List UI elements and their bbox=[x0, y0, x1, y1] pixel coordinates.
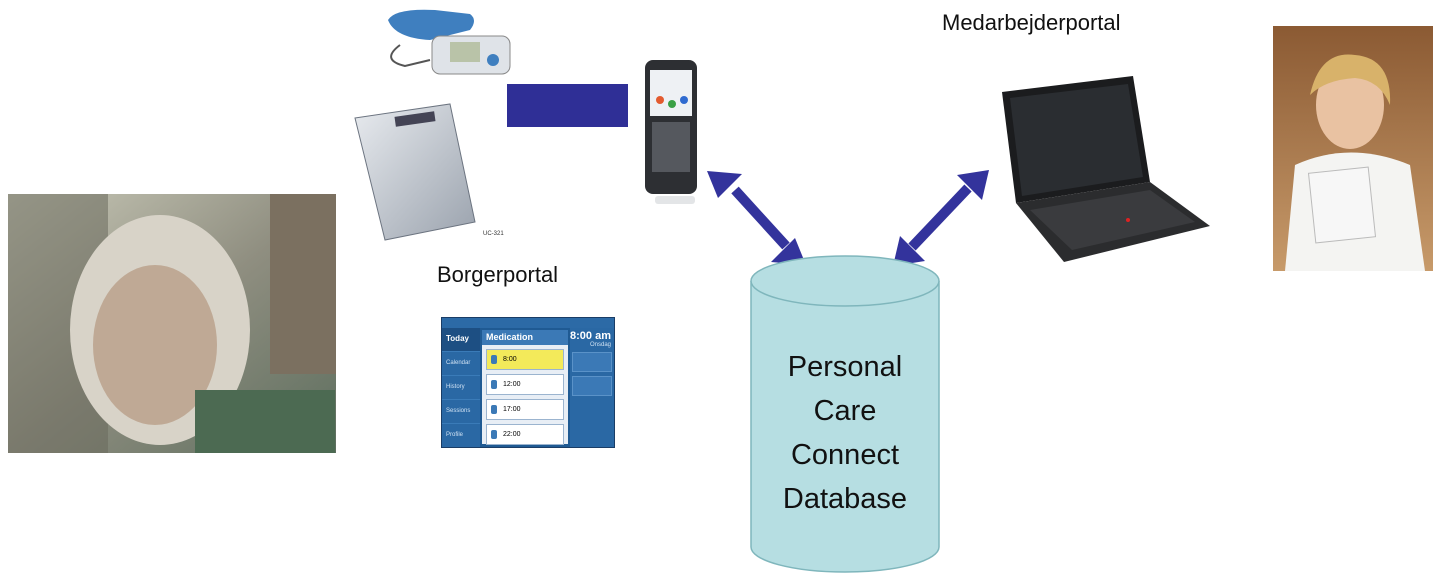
care-staff-photo bbox=[1273, 26, 1433, 271]
arrow-laptop-to-database bbox=[893, 170, 989, 266]
day-text: Onsdag bbox=[589, 342, 611, 348]
database-label-line: Personal bbox=[787, 351, 903, 383]
connection-block bbox=[507, 84, 628, 127]
citizen-portal-screen: Today Calendar History Sessions Profile … bbox=[441, 317, 615, 448]
pill-icon bbox=[491, 430, 497, 439]
event-card bbox=[572, 376, 612, 396]
database-label: Personal Care Connect Database bbox=[755, 345, 935, 521]
scale-model-text: UC-321 bbox=[483, 231, 504, 237]
pill-icon bbox=[491, 380, 497, 389]
medication-time: 8:00 bbox=[503, 356, 517, 363]
app-side-panel: 8:00 am Onsdag bbox=[570, 328, 614, 447]
event-card bbox=[572, 352, 612, 372]
database-label-line: Connect bbox=[790, 439, 899, 471]
arrow-phone-to-database bbox=[707, 171, 806, 265]
database-cylinder bbox=[750, 255, 940, 573]
database-label-line: Database bbox=[782, 483, 908, 515]
nav-item-sessions: Sessions bbox=[442, 400, 480, 424]
medication-row: 17:00 bbox=[486, 399, 564, 420]
app-titlebar bbox=[442, 318, 614, 328]
nav-item-history: History bbox=[442, 376, 480, 400]
elderly-citizen-photo bbox=[8, 194, 336, 453]
blood-pressure-monitor-image bbox=[388, 9, 511, 75]
clock-text: 8:00 am bbox=[570, 330, 611, 342]
medication-panel: Medication 8:00 12:00 17:00 22:00 bbox=[482, 330, 568, 445]
pill-icon bbox=[491, 355, 497, 364]
nav-item-today: Today bbox=[442, 328, 480, 352]
mobile-phone-image bbox=[645, 60, 697, 204]
medication-time: 17:00 bbox=[503, 406, 521, 413]
staff-portal-label: Medarbejderportal bbox=[942, 10, 1121, 35]
citizen-portal-label: Borgerportal bbox=[437, 262, 559, 287]
medication-row: 12:00 bbox=[486, 374, 564, 395]
medication-row: 8:00 bbox=[486, 349, 564, 370]
app-nav: Today Calendar History Sessions Profile bbox=[442, 328, 480, 447]
medication-time: 12:00 bbox=[503, 381, 521, 388]
nav-item-profile: Profile bbox=[442, 424, 480, 447]
pill-icon bbox=[491, 405, 497, 414]
database-label-line: Care bbox=[813, 395, 877, 427]
medication-title: Medication bbox=[482, 330, 568, 345]
medication-time: 22:00 bbox=[503, 431, 521, 438]
laptop-image bbox=[1002, 76, 1210, 262]
medication-row: 22:00 bbox=[486, 424, 564, 445]
nav-item-calendar: Calendar bbox=[442, 352, 480, 376]
bathroom-scale-image bbox=[354, 103, 476, 241]
